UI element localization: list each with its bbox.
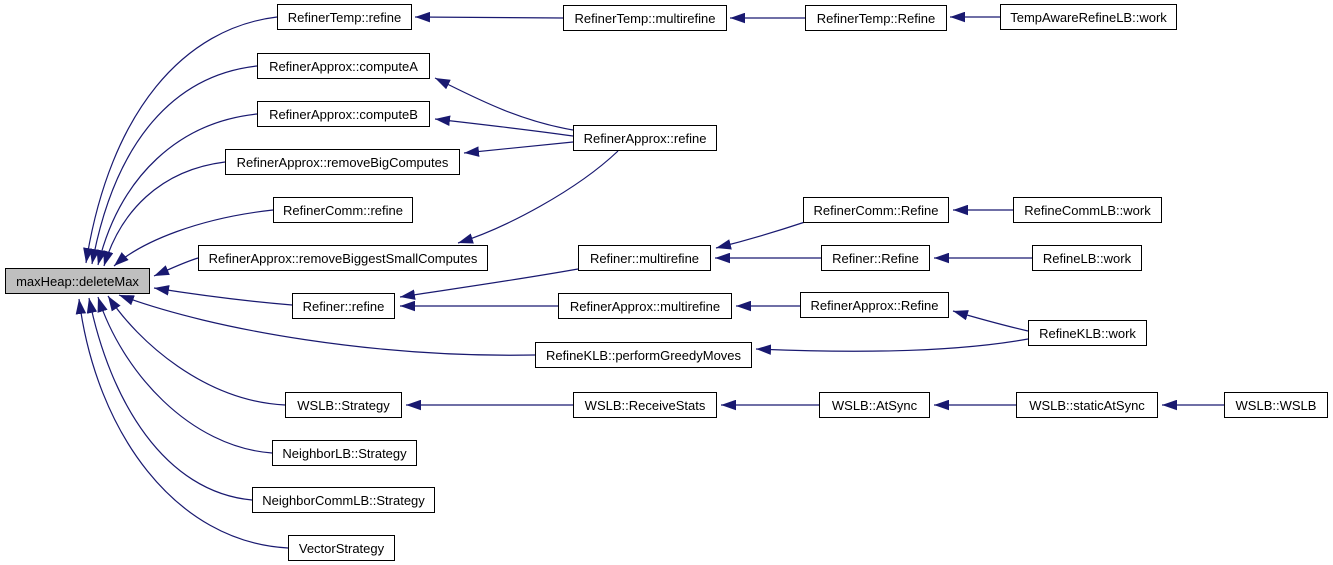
node-refiner-refine-cap[interactable]: Refiner::Refine bbox=[821, 245, 930, 271]
node-label: RefinerTemp::multirefine bbox=[574, 10, 716, 26]
node-label: Refiner::multirefine bbox=[589, 250, 700, 266]
node-label: RefinerApprox::refine bbox=[583, 130, 707, 146]
node-label: RefinerComm::refine bbox=[283, 202, 403, 218]
node-refinerapprox-refine-cap[interactable]: RefinerApprox::Refine bbox=[800, 292, 949, 318]
node-label: WSLB::WSLB bbox=[1235, 397, 1317, 413]
node-label: RefinerTemp::Refine bbox=[816, 10, 936, 26]
node-label: Refiner::Refine bbox=[832, 250, 919, 266]
node-label: WSLB::staticAtSync bbox=[1029, 397, 1145, 413]
node-label: RefineKLB::work bbox=[1039, 325, 1136, 341]
edge-refinercomm-refine--maxheap-deletemax bbox=[113, 209, 274, 267]
edge-refiner-multirefine--refiner-refine bbox=[399, 268, 579, 300]
node-label: WSLB::ReceiveStats bbox=[584, 397, 706, 413]
node-label: RefineKLB::performGreedyMoves bbox=[545, 347, 742, 363]
node-label: maxHeap::deleteMax bbox=[16, 273, 139, 289]
node-label: NeighborCommLB::Strategy bbox=[262, 492, 425, 508]
node-refineklb-performgreedymoves[interactable]: RefineKLB::performGreedyMoves bbox=[535, 342, 752, 368]
node-label: RefineLB::work bbox=[1042, 250, 1132, 266]
edge-neighborlb-strategy--maxheap-deletemax bbox=[97, 296, 273, 454]
node-label: Refiner::refine bbox=[302, 298, 385, 314]
node-refinelb-work[interactable]: RefineLB::work bbox=[1032, 245, 1142, 271]
node-refinecommlb-work[interactable]: RefineCommLB::work bbox=[1013, 197, 1162, 223]
edge-refinerapprox-refine--refinerapprox-computea bbox=[434, 77, 574, 131]
node-tempawarerefinelb-work[interactable]: TempAwareRefineLB::work bbox=[1000, 4, 1177, 30]
edge-refinerapprox-refine--refinerapprox-removebigcomputes bbox=[463, 141, 574, 157]
node-vectorstrategy[interactable]: VectorStrategy bbox=[288, 535, 395, 561]
edge-refinertemp-refine--maxheap-deletemax bbox=[83, 16, 278, 264]
node-refinercomm-refine-cap[interactable]: RefinerComm::Refine bbox=[803, 197, 949, 223]
edge-refineklb-work--refineklb-performgreedymoves bbox=[755, 338, 1029, 355]
edge-refinerapprox-removebigcomputes--maxheap-deletemax bbox=[103, 161, 226, 267]
edge-refinerapprox-refine--refinerapprox-removebiggestsmallcomputes bbox=[457, 150, 619, 244]
node-refinercomm-refine[interactable]: RefinerComm::refine bbox=[273, 197, 413, 223]
node-label: RefinerApprox::removeBiggestSmallCompute… bbox=[208, 250, 478, 266]
node-maxheap-deletemax: maxHeap::deleteMax bbox=[5, 268, 150, 294]
node-label: RefinerComm::Refine bbox=[813, 202, 939, 218]
edge-refinerapprox-computea--maxheap-deletemax bbox=[89, 65, 258, 265]
node-refinerapprox-computeb[interactable]: RefinerApprox::computeB bbox=[257, 101, 430, 127]
node-refinertemp-refine[interactable]: RefinerTemp::refine bbox=[277, 4, 412, 30]
edge-refineklb-work--refinerapprox-refine-cap bbox=[952, 310, 1029, 332]
edge-refiner-refine--maxheap-deletemax bbox=[153, 285, 293, 306]
node-label: RefinerApprox::removeBigComputes bbox=[236, 154, 449, 170]
node-wslb-staticatsync[interactable]: WSLB::staticAtSync bbox=[1016, 392, 1158, 418]
node-wslb-wslb[interactable]: WSLB::WSLB bbox=[1224, 392, 1328, 418]
edge-refinerapprox-refine--refinerapprox-computeb bbox=[434, 115, 574, 137]
node-refinerapprox-multirefine[interactable]: RefinerApprox::multirefine bbox=[558, 293, 732, 319]
node-wslb-atsync[interactable]: WSLB::AtSync bbox=[819, 392, 930, 418]
node-refinerapprox-removebigcomputes[interactable]: RefinerApprox::removeBigComputes bbox=[225, 149, 460, 175]
edge-refineklb-performgreedymoves--maxheap-deletemax bbox=[118, 294, 536, 356]
edge-neighborcommlb-strategy--maxheap-deletemax bbox=[86, 297, 253, 501]
node-refineklb-work[interactable]: RefineKLB::work bbox=[1028, 320, 1147, 346]
edge-wslb-strategy--maxheap-deletemax bbox=[107, 295, 286, 406]
node-refinertemp-refine-cap[interactable]: RefinerTemp::Refine bbox=[805, 5, 947, 31]
node-label: WSLB::AtSync bbox=[831, 397, 918, 413]
node-refinerapprox-computea[interactable]: RefinerApprox::computeA bbox=[257, 53, 430, 79]
node-wslb-strategy[interactable]: WSLB::Strategy bbox=[285, 392, 402, 418]
node-label: RefinerApprox::computeB bbox=[269, 106, 418, 122]
node-label: RefinerApprox::multirefine bbox=[569, 298, 721, 314]
node-label: RefineCommLB::work bbox=[1024, 202, 1151, 218]
node-label: TempAwareRefineLB::work bbox=[1010, 9, 1167, 25]
node-label: RefinerApprox::Refine bbox=[810, 297, 939, 313]
edge-refinerapprox-computeb--maxheap-deletemax bbox=[96, 113, 258, 266]
node-refinerapprox-refine[interactable]: RefinerApprox::refine bbox=[573, 125, 717, 151]
node-neighborcommlb-strategy[interactable]: NeighborCommLB::Strategy bbox=[252, 487, 435, 513]
node-refiner-refine[interactable]: Refiner::refine bbox=[292, 293, 395, 319]
node-refinertemp-multirefine[interactable]: RefinerTemp::multirefine bbox=[563, 5, 727, 31]
node-refiner-multirefine[interactable]: Refiner::multirefine bbox=[578, 245, 711, 271]
node-wslb-receivestats[interactable]: WSLB::ReceiveStats bbox=[573, 392, 717, 418]
edge-vectorstrategy--maxheap-deletemax bbox=[75, 298, 289, 549]
node-label: RefinerTemp::refine bbox=[287, 9, 402, 25]
node-label: RefinerApprox::computeA bbox=[269, 58, 418, 74]
node-label: WSLB::Strategy bbox=[297, 397, 390, 413]
node-label: NeighborLB::Strategy bbox=[282, 445, 407, 461]
edge-refinercomm-refine-cap--refiner-multirefine bbox=[715, 221, 806, 250]
node-label: VectorStrategy bbox=[298, 540, 385, 556]
edge-refinerapprox-removebiggestsmallcomputes--maxheap-deletemax bbox=[153, 257, 199, 277]
edge-refinertemp-multirefine--refinertemp-refine bbox=[414, 11, 564, 23]
node-refinerapprox-removebiggestsmallcomputes[interactable]: RefinerApprox::removeBiggestSmallCompute… bbox=[198, 245, 488, 271]
node-neighborlb-strategy[interactable]: NeighborLB::Strategy bbox=[272, 440, 417, 466]
